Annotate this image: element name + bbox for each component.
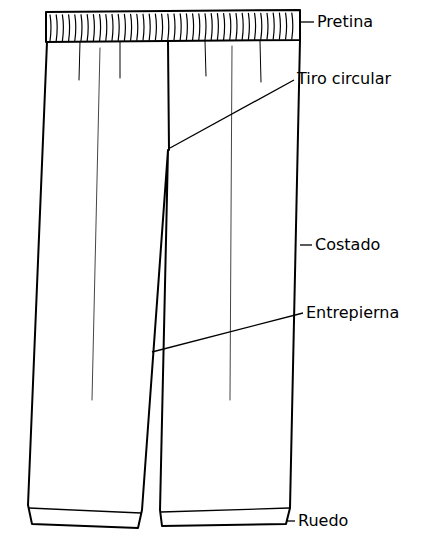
gather-stroke (230, 14, 231, 40)
gather-stroke (118, 14, 119, 40)
part-label: Tiro circular (297, 70, 391, 88)
gather-stroke (180, 14, 181, 40)
part-label: Pretina (317, 13, 373, 31)
gather-stroke (205, 14, 206, 40)
gather-stroke (211, 14, 212, 40)
gather-stroke (193, 14, 194, 40)
gather-stroke (149, 14, 150, 40)
gather-stroke (174, 14, 175, 40)
left-crease (92, 48, 100, 400)
gather-stroke (87, 15, 88, 41)
gather-stroke (261, 13, 262, 39)
part-label: Entrepierna (306, 304, 399, 322)
pants-outline (28, 40, 300, 528)
part-label: Costado (315, 236, 380, 254)
gather-stroke (168, 14, 169, 40)
gather-stroke (242, 13, 243, 39)
gather-stroke (137, 14, 138, 40)
gather-folds (79, 41, 261, 82)
left-hem (29, 508, 141, 513)
gather-stroke (106, 15, 107, 41)
gather-stroke (100, 15, 101, 41)
gather-stroke (273, 13, 274, 39)
gather-stroke (224, 14, 225, 40)
center-seam (168, 42, 169, 150)
gather-stroke (56, 15, 57, 41)
gather-stroke (279, 13, 280, 39)
gather-stroke (62, 15, 63, 41)
gather-stroke (236, 13, 237, 39)
gather-stroke (186, 14, 187, 40)
gather-stroke (81, 15, 82, 41)
waistband (46, 10, 300, 42)
gather-stroke (143, 14, 144, 40)
gather-stroke (112, 14, 113, 40)
gather-stroke (124, 14, 125, 40)
gather-stroke (199, 14, 200, 40)
part-label: Ruedo (298, 512, 348, 530)
right-hem (161, 508, 289, 512)
gather-stroke (50, 15, 51, 41)
gather-stroke (217, 14, 218, 40)
gather-stroke (75, 15, 76, 41)
gather-stroke (155, 14, 156, 40)
gather-stroke (69, 15, 70, 41)
gather-stroke (162, 14, 163, 40)
gather-stroke (93, 15, 94, 41)
gather-stroke (248, 13, 249, 39)
gather-stroke (286, 13, 287, 39)
gather-stroke (131, 14, 132, 40)
leader-lines (152, 22, 314, 521)
gather-stroke (255, 13, 256, 39)
gather-stroke (292, 13, 293, 39)
gather-stroke (267, 13, 268, 39)
right-crease (230, 46, 232, 400)
